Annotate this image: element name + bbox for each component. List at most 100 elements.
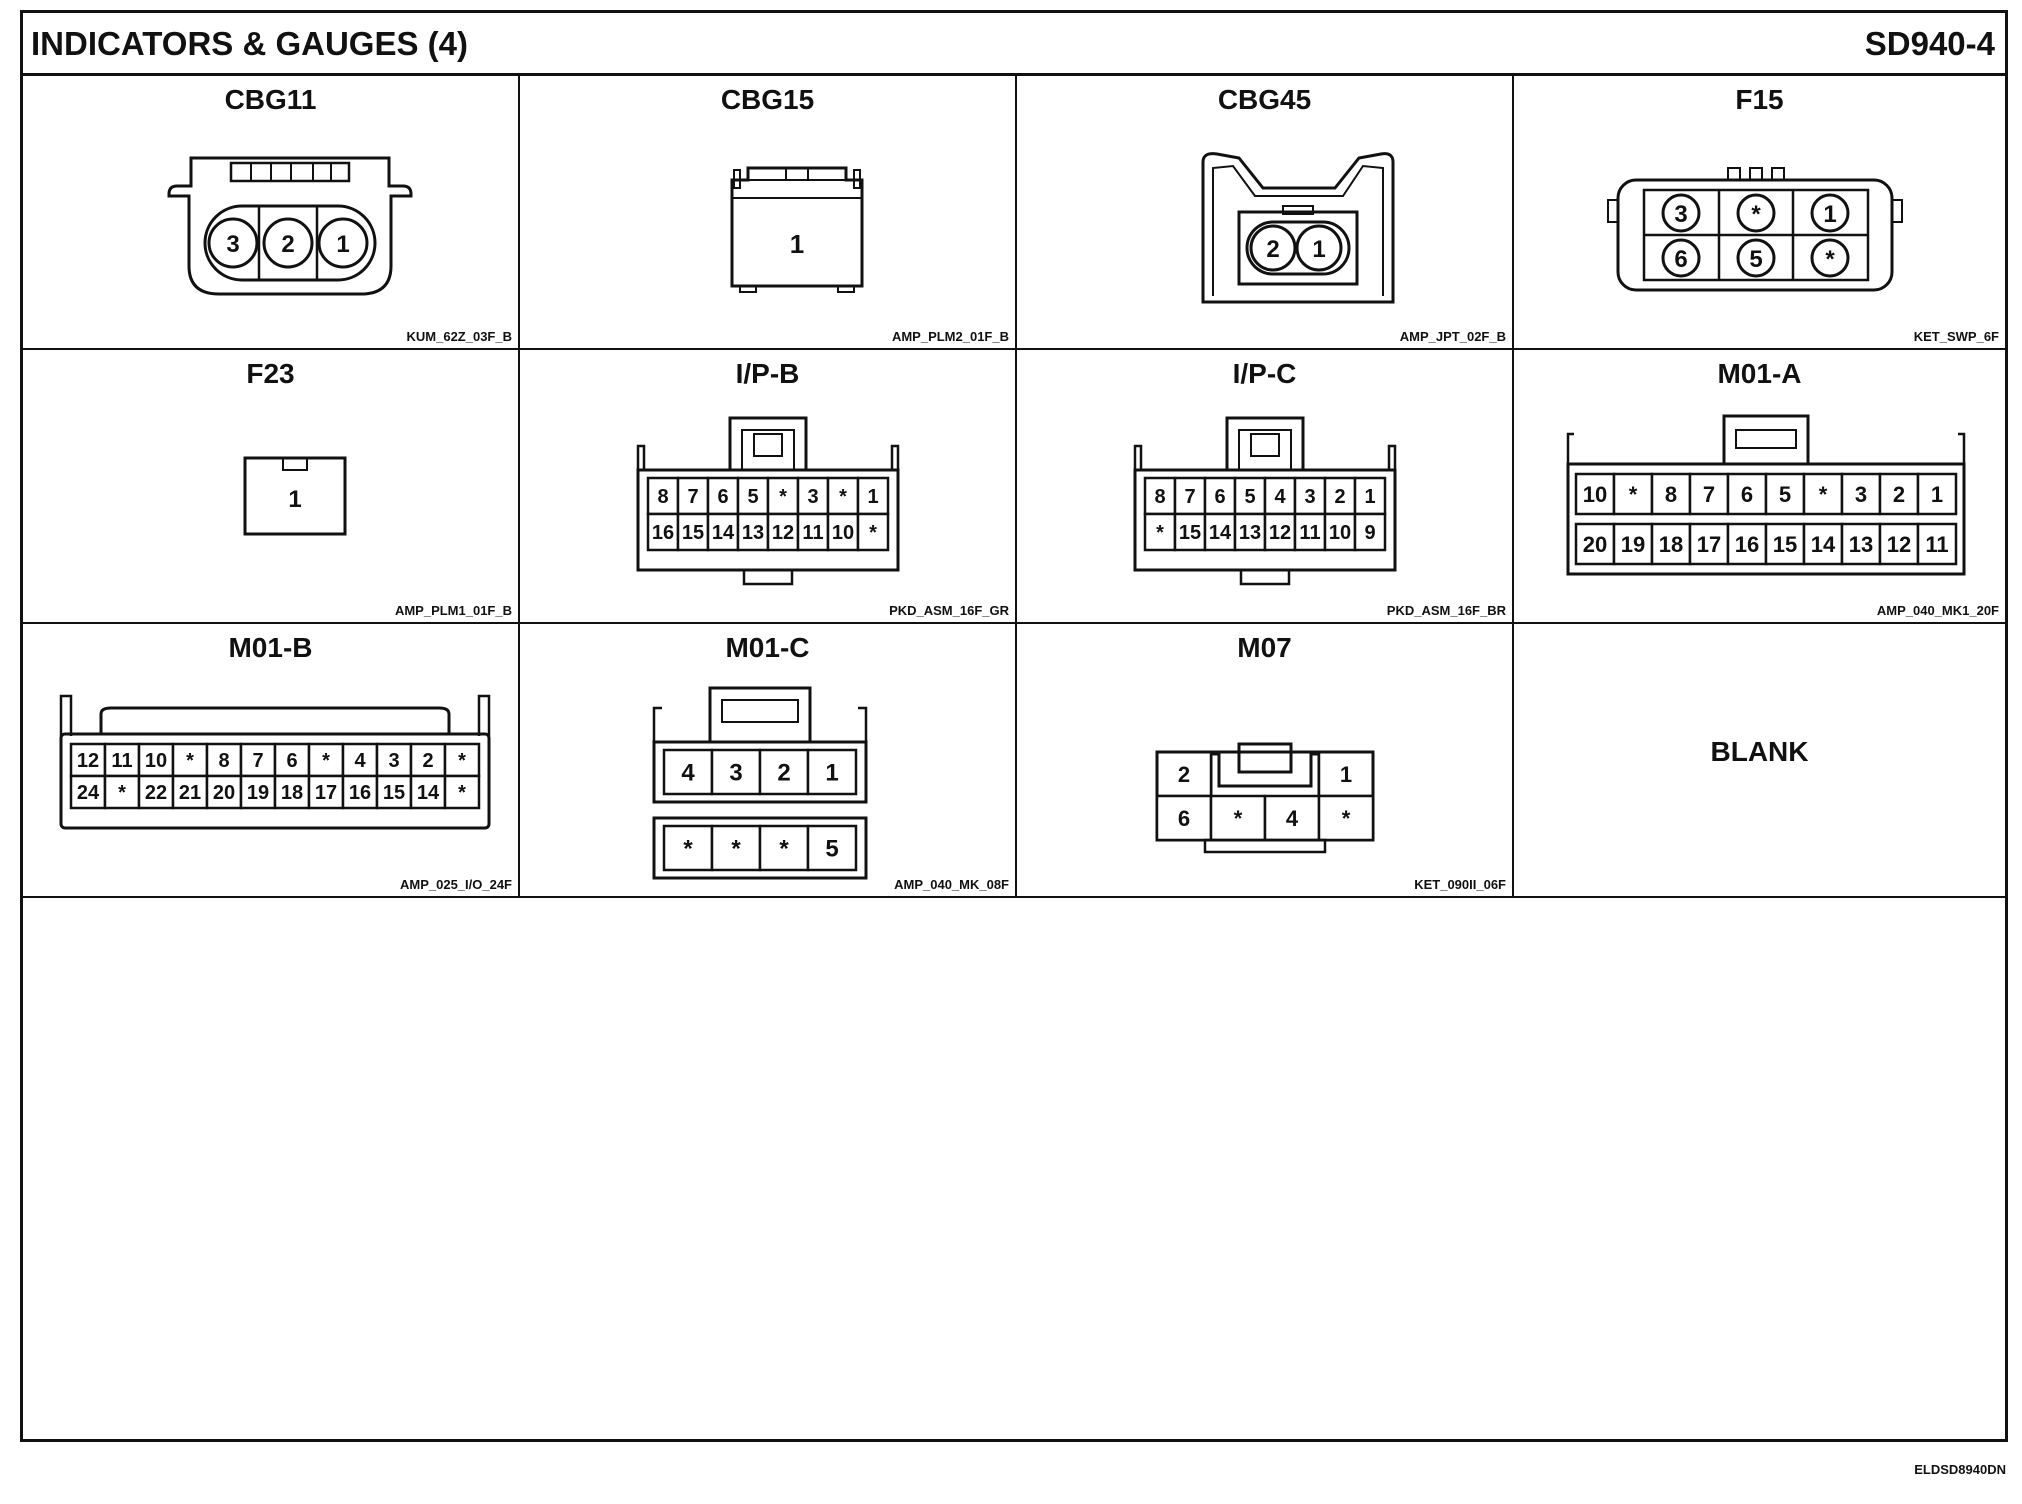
pin-label: * [186, 750, 194, 772]
pin-label: * [118, 782, 126, 804]
pin-label: 16 [1735, 532, 1759, 557]
connector-f23-face: 1 [243, 456, 347, 536]
pin-cavity [341, 742, 379, 778]
side-rib [890, 444, 900, 470]
connector-code: AMP_040_MK_08F [894, 877, 1009, 892]
pin-label: 6 [286, 750, 297, 772]
latch [1225, 416, 1305, 470]
pin-cavity [1155, 750, 1213, 798]
pin-cavity [1840, 522, 1882, 566]
connector-cbg45: CBG45 2 1 AMP_JPT_02F_B [1017, 76, 1514, 350]
pin-label: 12 [1269, 522, 1291, 544]
pin-label: 2 [1334, 486, 1345, 508]
connector-name: CBG11 [224, 84, 317, 115]
connector-f23: F23 1 AMP_PLM1_01F_B [23, 350, 520, 624]
pin-label: 1 [1823, 201, 1836, 228]
connector-cbg11: CBG11 3 2 1 KUM_62Z_03F_B [23, 76, 520, 350]
pin-label: 2 [1178, 762, 1190, 787]
pin-label: 13 [1239, 522, 1261, 544]
connector-name: M07 [1237, 632, 1292, 663]
side-rib [1566, 432, 1574, 464]
pin-label: 17 [1697, 532, 1721, 557]
pin-label: 4 [1286, 806, 1299, 831]
pin-cavity [171, 774, 209, 810]
pin-label: 7 [1703, 482, 1715, 507]
pin-label: 5 [1244, 486, 1255, 508]
connector-code: PKD_ASM_16F_BR [1386, 603, 1506, 618]
pin-label: 1 [288, 486, 301, 513]
pin-label: * [1234, 806, 1243, 831]
key [1203, 838, 1327, 854]
pin-label: 1 [1364, 486, 1375, 508]
pin-cavity [1155, 794, 1213, 842]
pin-label: 3 [226, 231, 239, 258]
side-rib [858, 706, 868, 742]
connector-name: M01-C [725, 632, 810, 663]
latch-inner [1735, 429, 1797, 449]
pin-label: 1 [336, 231, 349, 258]
pin-cavity [1764, 472, 1806, 516]
pin-label: 15 [1773, 532, 1797, 557]
pin-cavity [710, 748, 762, 796]
pin-cavity [443, 774, 481, 810]
pin-label: 1 [1340, 762, 1352, 787]
pin-cavity [1916, 472, 1958, 516]
pin-cavity [205, 774, 243, 810]
pin-label: 1 [1312, 236, 1325, 263]
pin-cavity [273, 774, 311, 810]
pin-label: 11 [802, 522, 823, 544]
pin-label: 5 [825, 836, 838, 863]
side-rib [652, 706, 662, 742]
pin-label: 2 [1893, 482, 1905, 507]
latch [1237, 742, 1293, 774]
pin-label: 10 [1583, 482, 1607, 507]
connector-code: AMP_PLM2_01F_B [891, 329, 1009, 344]
latch-inner [1238, 429, 1292, 470]
connector-name: I/P-B [735, 358, 800, 389]
sheet-number: SD940-4 [1864, 25, 1995, 62]
pin-label: * [839, 486, 847, 508]
pin-label: 20 [213, 782, 235, 804]
pin-label: 2 [1266, 236, 1279, 263]
connector-name: M01-B [228, 632, 313, 663]
pin-label: 10 [1329, 522, 1351, 544]
pin-cavity [1209, 794, 1267, 842]
pin-label: 12 [77, 750, 99, 772]
pin-cavity [736, 476, 770, 516]
pin-label: 13 [742, 522, 764, 544]
pin-label: * [1156, 522, 1164, 544]
pin-label: 18 [281, 782, 303, 804]
pin-label: 6 [1214, 486, 1225, 508]
pin-label: 15 [1179, 522, 1201, 544]
pin-label: * [779, 836, 789, 863]
pin-cavity [409, 742, 447, 778]
connector-code: AMP_025_I/O_24F [399, 877, 512, 892]
connector-f15-face: 3 * 1 6 5 * [1607, 167, 1903, 292]
connector-name: I/P-C [1232, 358, 1297, 389]
sheet-header: INDICATORS & GAUGES (4) SD940-4 [23, 13, 2005, 76]
pin-label: 8 [218, 750, 229, 772]
side-rib [636, 444, 646, 470]
pin-label: * [731, 836, 741, 863]
pin-label: 3 [1855, 482, 1867, 507]
pin-cavity [1878, 472, 1920, 516]
pin-label: 11 [1299, 522, 1320, 544]
pin-cavity [806, 824, 858, 872]
pin-label: 14 [712, 522, 735, 544]
connector-name: F23 [246, 358, 295, 389]
latch-tab [1250, 433, 1280, 457]
latch [708, 686, 812, 744]
housing-lower [652, 816, 868, 880]
housing [59, 732, 491, 830]
pin-cavity [856, 476, 890, 516]
pin-label: 14 [1209, 522, 1232, 544]
pin-label: 16 [349, 782, 371, 804]
pin-cavity [1726, 522, 1768, 566]
pin-cavity [171, 742, 209, 778]
connector-cbg15: CBG15 1 AMP_PLM2_01F_B [520, 76, 1017, 350]
pin-label: 22 [145, 782, 167, 804]
pin-cavity [662, 824, 714, 872]
